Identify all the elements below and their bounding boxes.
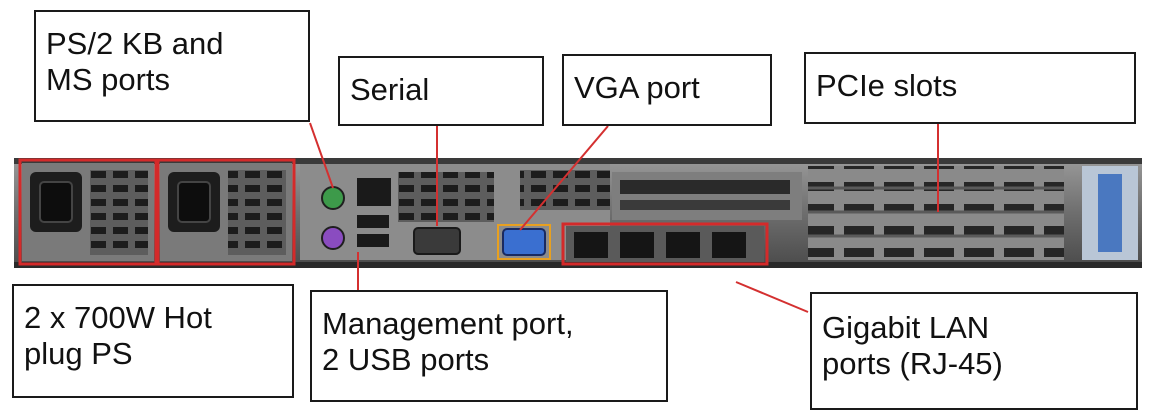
vga-port-icon [502,228,546,256]
usb-port-icon [357,234,389,247]
label-line: Gigabit LAN [822,310,990,345]
ps2-port-icon [321,186,345,210]
management-usb-label: Management port, 2 USB ports [310,290,668,402]
ps2-port-icon [321,226,345,250]
usb-port-icon [357,215,389,228]
pcie-slots-label: PCIe slots [804,52,1136,124]
psu-outline [156,158,296,266]
label-line: MS ports [46,62,171,97]
power-supply-label: 2 x 700W Hot plug PS [12,284,294,398]
rj45-port-icon [620,232,654,258]
power-inlet-icon [39,181,73,223]
rj45-port-icon [357,178,391,206]
label-line: PCIe slots [816,68,958,103]
lan-outline [561,222,769,266]
serial-label: Serial [338,56,544,126]
label-line: 2 x 700W Hot [24,300,212,335]
label-line: plug PS [24,336,133,371]
rj45-port-icon [574,232,608,258]
callout-lines [309,122,939,313]
label-line: PS/2 KB and [46,26,224,61]
rj45-port-icon [712,232,746,258]
label-line: VGA port [574,70,700,105]
vga-port-label: VGA port [562,54,772,126]
psu-outline [18,158,158,266]
label-line: ports (RJ-45) [822,346,1003,381]
power-inlet-icon [177,181,211,223]
rj45-port-icon [666,232,700,258]
label-line: 2 USB ports [322,342,490,377]
ps2-ports-label: PS/2 KB and MS ports [34,10,310,122]
power-supply-2 [160,163,292,261]
label-line: Serial [350,72,430,107]
label-line: Management port, [322,306,574,341]
gigabit-lan-label: Gigabit LAN ports (RJ-45) [810,292,1138,410]
serial-port-icon [413,227,461,255]
lan-ports [566,226,764,262]
power-supply-1 [22,163,154,261]
